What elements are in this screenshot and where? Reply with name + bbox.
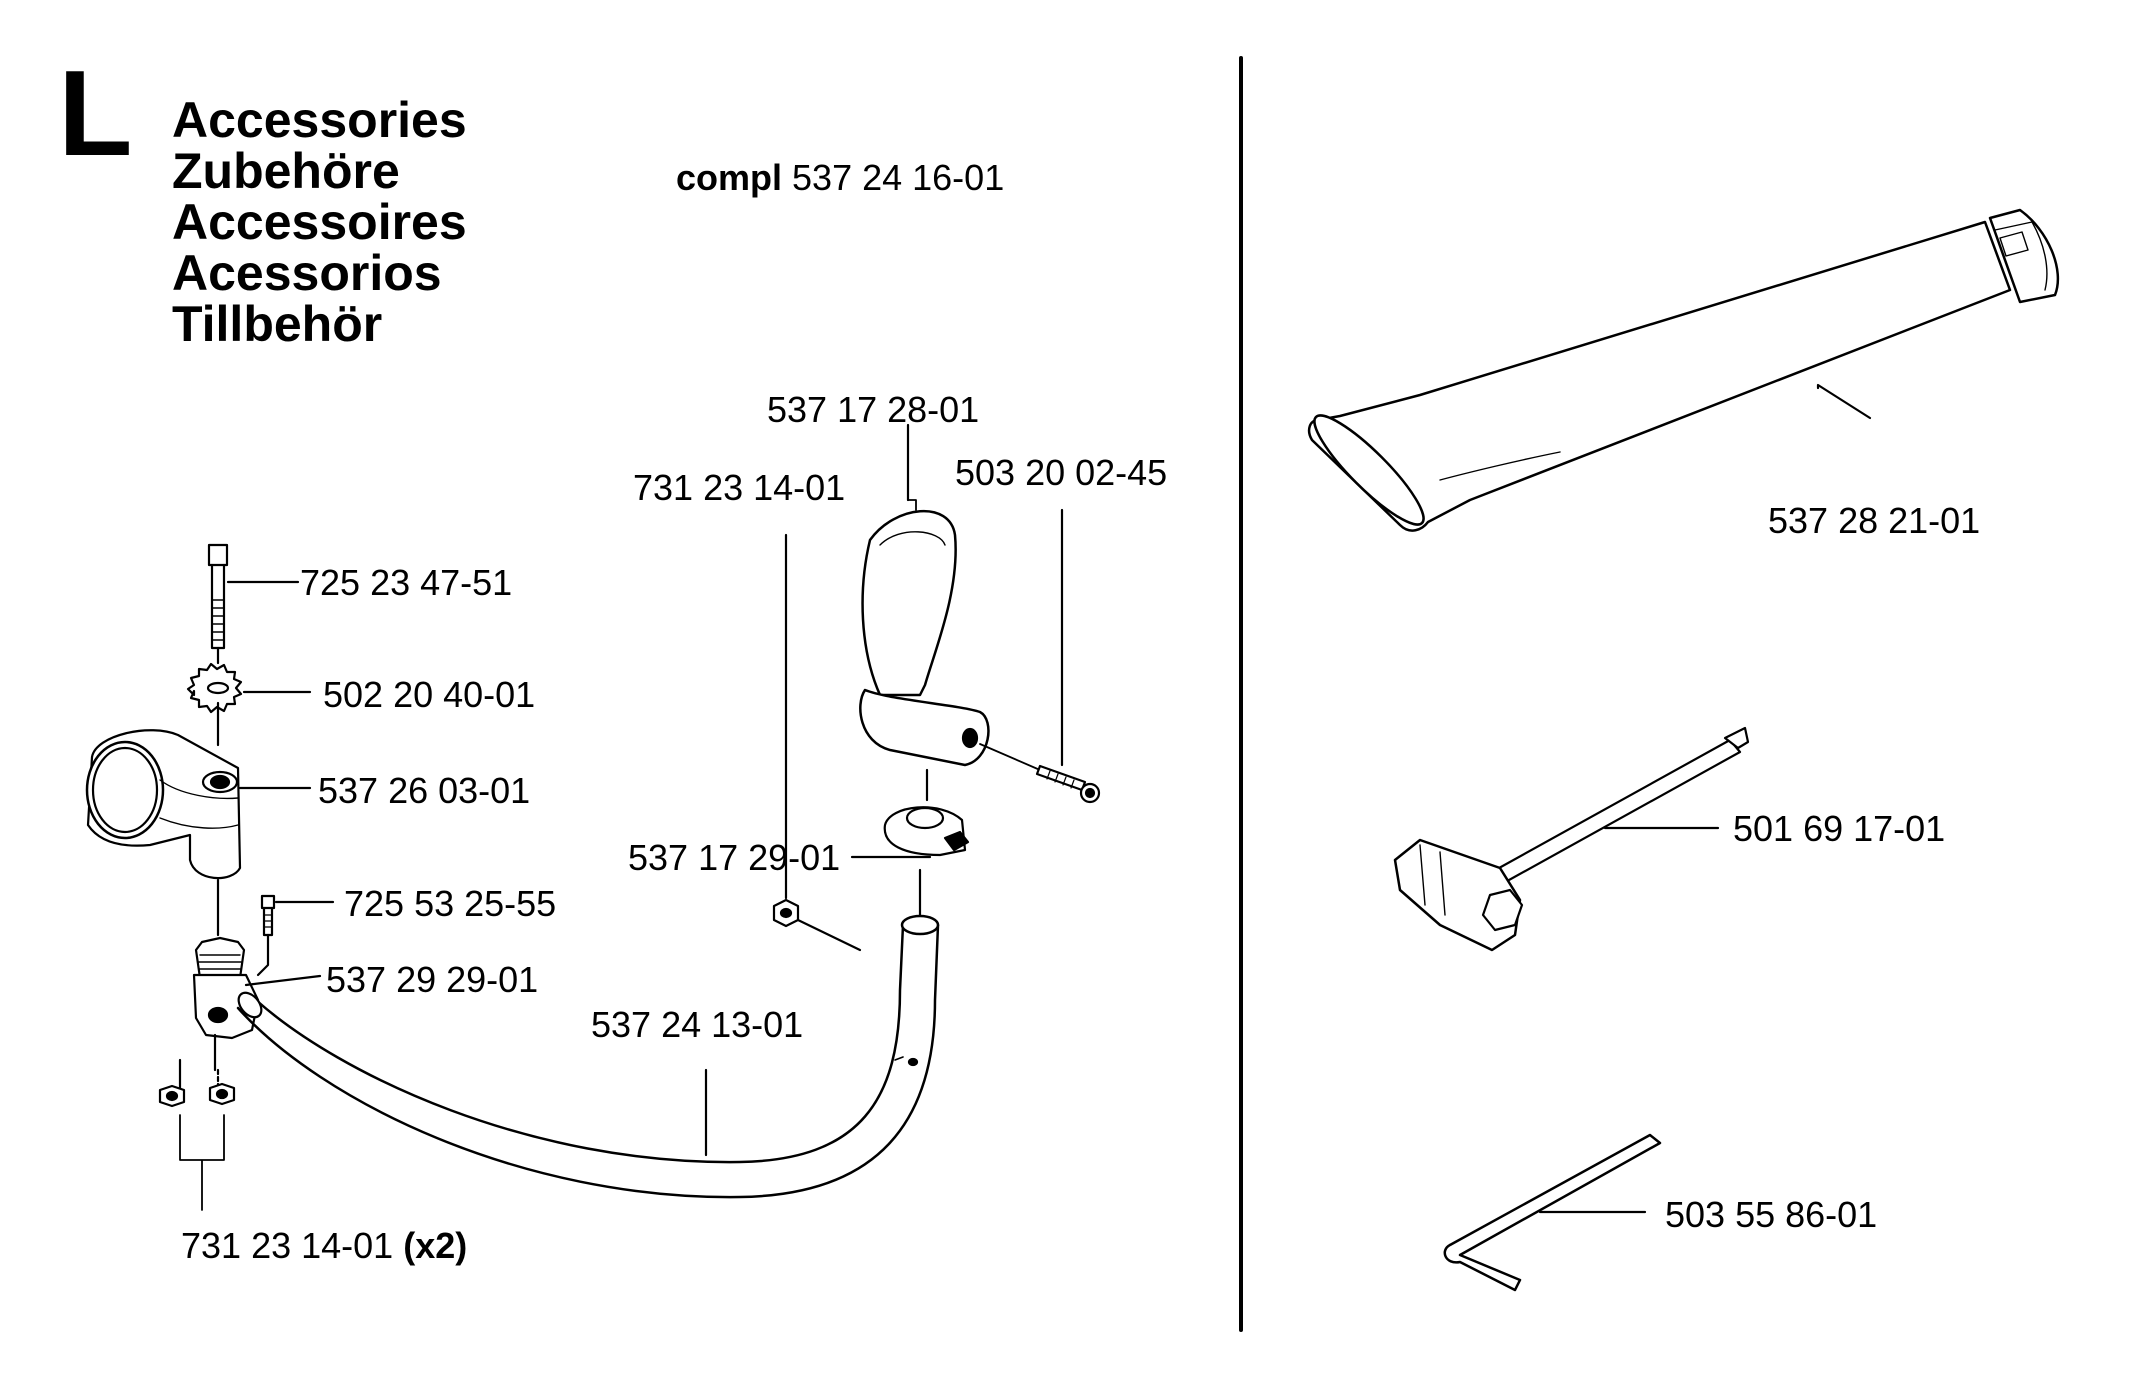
title-sv: Tillbehör [172, 296, 383, 352]
bottom-nut-left-drawing [158, 1058, 186, 1108]
title-fr: Accessoires [172, 194, 467, 250]
compl-prefix: compl [676, 157, 783, 198]
bolt-drawing [207, 543, 229, 650]
label-grip-clamp: 537 17 29-01 [628, 837, 841, 878]
label-nuts-bottom: 731 23 14-01 (x2) [181, 1228, 467, 1264]
bottom-nut-right-drawing [208, 1068, 236, 1106]
nuts-bottom-qty: (x2) [403, 1225, 468, 1266]
label-bolt: 725 23 47-51 [300, 562, 513, 603]
combination-spanner-drawing [1393, 726, 1750, 952]
nuts-bracket-line [179, 1114, 225, 1211]
label-screw-small: 725 53 25-55 [344, 883, 557, 924]
hex-key-drawing [1443, 1133, 1662, 1292]
nuts-bottom-number: 731 23 14-01 [181, 1225, 394, 1266]
label-nut-grip: 731 23 14-01 [633, 467, 846, 508]
screw-axis [256, 933, 270, 977]
handle-bar-drawing [236, 914, 940, 1199]
bracket-drawing [192, 936, 260, 1072]
label-handle-bar: 537 24 13-01 [591, 1004, 804, 1045]
label-hex-key: 503 55 86-01 [1665, 1194, 1878, 1235]
label-bracket: 537 29 29-01 [326, 959, 539, 1000]
blower-nozzle-drawing [1307, 208, 2060, 532]
handle-grip-drawing [859, 499, 990, 767]
label-clamp: 537 26 03-01 [318, 770, 531, 811]
title-en: Accessories [172, 92, 467, 148]
grip-screw-drawing [979, 743, 1101, 804]
small-screw-drawing [260, 894, 276, 937]
label-screw-grip: 503 20 02-45 [955, 452, 1168, 493]
title-es: Acessorios [172, 245, 442, 301]
label-washer: 502 20 40-01 [323, 674, 536, 715]
leader-nozzle [1816, 383, 1872, 420]
section-titles: Accessories Zubehöre Accessoires Acessor… [172, 95, 467, 350]
section-letter: L [58, 45, 133, 181]
label-blower-nozzle: 537 28 21-01 [1768, 500, 1981, 541]
label-combination-spanner: 501 69 17-01 [1733, 808, 1946, 849]
compl-number: 537 24 16-01 [792, 157, 1005, 198]
title-de: Zubehöre [172, 143, 400, 199]
complete-kit-label: compl 537 24 16-01 [676, 160, 1004, 196]
label-handle-grip: 537 17 28-01 [767, 389, 980, 430]
washer-drawing [186, 662, 243, 714]
leader-bracket [244, 974, 322, 987]
clamp-drawing [85, 729, 242, 880]
grip-nut-drawing [772, 898, 862, 952]
grip-clamp-drawing [883, 806, 970, 857]
